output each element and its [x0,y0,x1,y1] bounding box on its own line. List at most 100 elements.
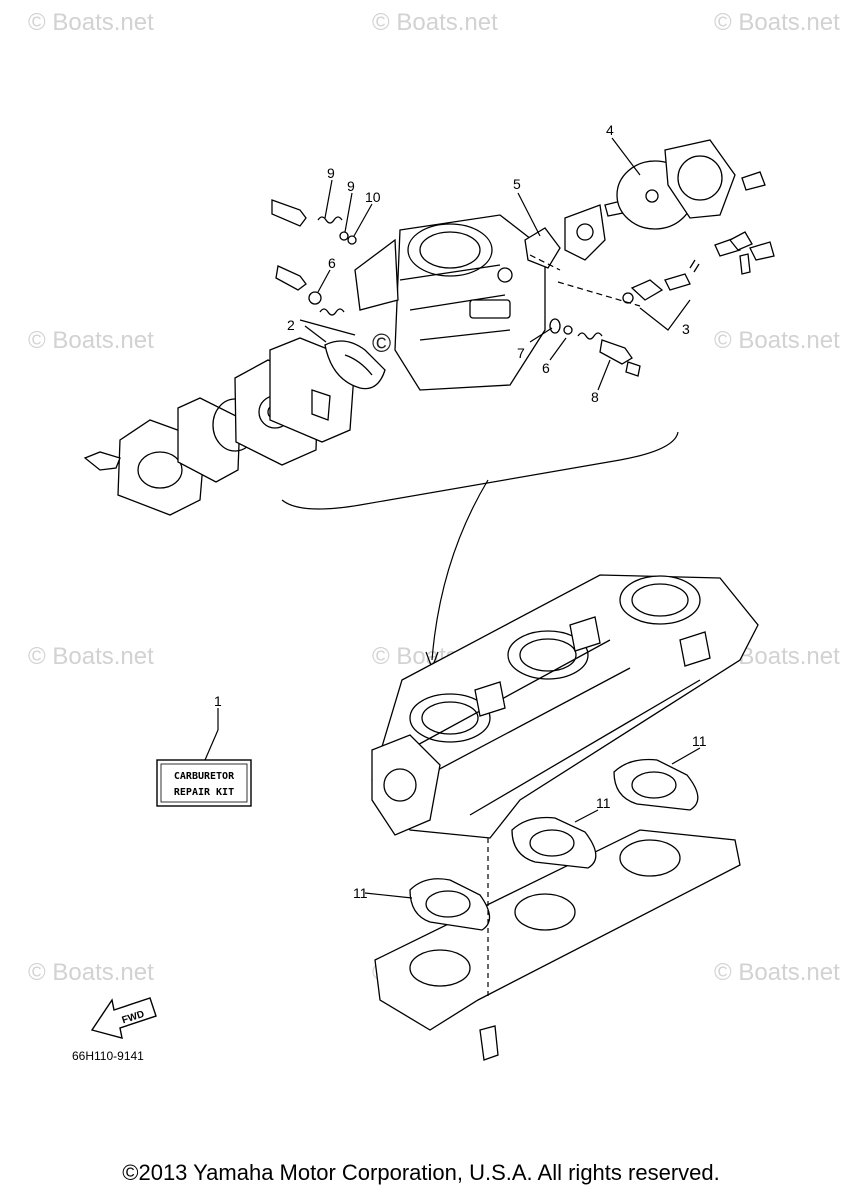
gasket [613,758,699,811]
cap [625,361,641,377]
leader-5 [517,192,541,237]
callout-9a: 9 [327,165,335,181]
manifold-port-3 [619,839,681,877]
o-ring-small [549,318,561,334]
diaphragm-center [645,189,659,203]
linkage-block [569,616,601,652]
fuel-pump [371,734,441,836]
arrow-line [431,479,489,661]
watermark: © Boats.net [714,327,840,354]
pin [739,253,751,275]
exploded-carburetor [83,139,775,516]
carburetor-throat-1 [409,693,491,743]
watermark: © Boats.net [28,9,154,36]
watermark: © Boats.net [372,9,498,36]
callout-3: 3 [682,321,690,337]
diaphragm-fold [344,354,373,376]
cap-screw-hole [576,223,594,241]
carburetor-ribs [399,264,511,341]
assembly-guide [557,281,641,307]
manifold-port-1 [409,949,471,987]
leader-11c [671,747,701,765]
leader-4 [611,137,641,176]
gasket-opening [425,890,471,918]
fuel-pump-face [383,768,417,802]
carburetor-throat-3-inner [631,583,689,617]
callout-11c: 11 [692,733,707,749]
leader-11b [574,809,599,823]
screw [83,451,121,471]
linkage-block [679,631,711,667]
o-ring-small [347,235,357,245]
washer [339,231,349,241]
watermark: © Boats.net [28,959,154,986]
carburetor-throat-1-inner [421,701,479,735]
washer [563,325,573,335]
gasket [409,878,491,931]
callout-2: 2 [287,317,295,333]
pilot-screw [271,199,307,227]
leader-9a [324,179,333,219]
bracket-line [281,431,679,510]
diaphragm [324,340,386,390]
pump-cover-recess [137,451,183,489]
leader-2 [304,325,327,343]
screw-adjuster [599,339,633,365]
pump-cover-right-recess [677,155,723,201]
fwd-arrow: FWD [90,997,157,1039]
carburetor-lever [469,299,511,319]
leader-6a [317,269,331,293]
seat [622,292,634,304]
callout-4: 4 [606,122,614,138]
carburetor-throat-2 [507,630,589,680]
needle-valve [630,279,664,301]
leader-11a [364,892,413,899]
clip-spring [689,259,700,273]
gasket-opening [529,829,575,857]
callout-11b: 11 [596,795,611,811]
repair-kit-line2: REPAIR KIT [174,787,234,798]
diaphragm-guide [299,319,356,336]
callout-10: 10 [365,189,381,205]
carburetor-throat-2-inner [519,638,577,672]
leader-7 [529,327,553,343]
needle-jet [664,273,691,291]
carburetor-fitting [497,267,513,283]
watermark: © Boats.net [714,9,840,36]
repair-kit-box [156,759,252,807]
carburetor-throat-inner [419,231,481,269]
spring [319,308,345,316]
throttle-stop-screw [275,265,307,291]
callout-7: 7 [517,345,525,361]
repair-kit-inner-border [160,763,248,803]
screw [749,241,775,261]
pump-cover-right [664,139,736,219]
leader-3 [639,299,691,331]
washer [308,291,322,305]
assembly-guide [529,254,561,271]
callout-6b: 6 [542,360,550,376]
callout-11a: 11 [353,885,368,901]
carburetor-throat-3 [619,575,701,625]
callout-6a: 6 [328,255,336,271]
callout-8: 8 [591,389,599,405]
callout-5: 5 [513,176,521,192]
clip [729,231,753,251]
linkage-block [474,681,506,717]
carburetor-assembly [371,574,759,839]
leader-1b [204,729,219,761]
leader-9b [344,192,353,233]
cover-plate [524,227,561,269]
pump-gasket [177,397,241,483]
leader-8 [597,359,611,391]
watermark: © Boats.net [28,643,154,670]
watermark: © Boats.net [714,959,840,986]
manifold-port-2 [514,893,576,931]
intake-manifold [374,829,741,1031]
spring [317,216,343,224]
pump-check-valve [311,389,331,421]
leader-10 [353,203,373,237]
fwd-arrow-shape [90,997,157,1039]
watermark: © Boats.net [28,327,154,354]
